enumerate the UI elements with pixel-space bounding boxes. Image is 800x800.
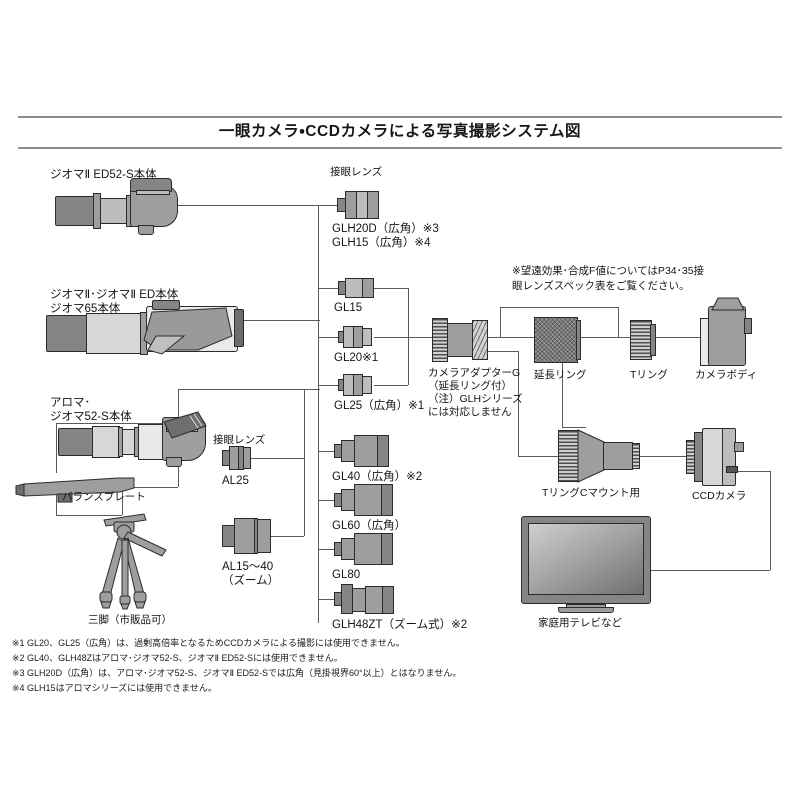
line-bypass-riser-right	[618, 307, 619, 337]
page-title: 一眼カメラ・CCDカメラによる写真撮影システム図	[218, 123, 582, 140]
line-to-cmount	[518, 456, 558, 457]
eyepiece-label-gl20: GL20※1	[334, 352, 379, 364]
footnote-4: ※4 GLH15はアロマシリーズには使用できません。	[12, 683, 217, 693]
line-adapter-cmount-riser	[518, 351, 519, 456]
eyepiece-label-gl25: GL25（広角）※1	[334, 400, 425, 412]
camera-body-label: カメラボディ	[695, 369, 758, 381]
line-bypass-top	[500, 307, 618, 308]
line-feed-gl60	[318, 500, 340, 501]
eyepiece-label-glh48zt: GLH48ZT（ズーム式）※2	[332, 619, 468, 631]
ccd-camera-label: CCDカメラ	[692, 490, 747, 502]
line-gl15-right	[374, 288, 408, 289]
line-cmount-ccd	[640, 456, 686, 457]
line-tripod-riser	[122, 487, 123, 515]
title-rule-bottom	[18, 147, 782, 149]
line-feed-gl80	[318, 549, 340, 550]
eyepiece-label-gl15: GL15	[334, 302, 363, 314]
line-eyepiece-bus	[318, 205, 319, 623]
scope-label-aroma: アロマ･ ジオマ52-S本体	[50, 397, 132, 423]
line-balanceplate-tripod	[56, 515, 122, 516]
line-cable-to-tv	[650, 570, 770, 571]
eyepiece-label-gl40: GL40（広角）※2	[332, 471, 423, 483]
t-ring-c-mount-label: TリングCマウント用	[542, 487, 640, 499]
line-extension-tring	[578, 337, 630, 338]
eyepiece-heading-top: 接眼レンズ	[330, 166, 383, 178]
line-feed-gl40	[318, 451, 340, 452]
line-aroma-down	[178, 389, 179, 423]
eyepiece-label-glh20d: GLH20D（広角）※3 GLH15（広角）※4	[332, 223, 439, 249]
line-gl25-right	[374, 385, 408, 386]
line-adapter-extension	[488, 337, 534, 338]
eyepiece-label-gl80: GL80	[332, 569, 361, 581]
balance-plate-label: バランスプレート	[62, 491, 146, 503]
line-extension-cmount-riser	[562, 351, 563, 427]
line-balanceplate-down	[56, 487, 57, 515]
line-ccd-cable-riser	[770, 471, 771, 570]
title-rule-top	[18, 116, 782, 118]
eyepiece-label-al15-40: AL15～40 （ズーム）	[222, 561, 280, 587]
line-gl15-gl25-riser	[408, 288, 409, 385]
line-al25-out	[250, 458, 304, 459]
line-feed-glh20d	[318, 205, 340, 206]
footnote-2: ※2 GL40、GLH48Zはアロマ･ジオマ52-S、ジオマⅡ ED52-Sには…	[12, 653, 343, 663]
camera-adapter-label: カメラアダプターG （延長リング付） （注）GLHシリーズ には対応しません	[428, 367, 523, 418]
line-feed-gl25	[318, 385, 340, 386]
line-feed-gl20	[318, 337, 340, 338]
footnote-3: ※3 GLH20D（広角）は、アロマ･ジオマ52-S、ジオマⅡ ED52-Sでは…	[12, 668, 462, 678]
line-aroma-out	[178, 389, 320, 390]
line-ccd-cable-out	[732, 471, 770, 472]
spec-reference-note: ※望遠効果･合成F値についてはP34･35接 眼レンズスペック表をご覧ください。	[512, 265, 705, 292]
line-bypass-riser-left	[500, 307, 501, 337]
line-balanceplate-riser	[56, 423, 57, 473]
footnote-1: ※1 GL20、GL25（広角）は、過剰高倍率となるためCCDカメラによる撮影に…	[12, 638, 405, 648]
line-feed-gl15	[318, 288, 340, 289]
aroma-eyepiece-heading: 接眼レンズ	[213, 434, 266, 446]
line-tring-camerabody	[656, 337, 710, 338]
eyepiece-label-al25: AL25	[222, 475, 249, 487]
line-feed-glh48zt	[318, 599, 340, 600]
eyepiece-label-gl60: GL60（広角）	[332, 520, 407, 532]
line-gl20-to-adapter	[374, 337, 432, 338]
line-to-balanceplate	[56, 423, 178, 424]
line-geoma2-out	[243, 320, 320, 321]
t-ring-label: Tリング	[630, 369, 668, 381]
tripod-label: 三脚（市販品可）	[88, 614, 172, 626]
line-ed52s-out	[148, 205, 320, 206]
line-adapter-down-stub	[488, 351, 518, 352]
extension-ring-label: 延長リング	[534, 369, 587, 381]
line-extension-to-cmount	[562, 427, 586, 428]
line-al1540-out	[268, 536, 304, 537]
line-aroma-eyepiece-bus	[304, 389, 305, 536]
scope-label-geoma2: ジオマⅡ･ジオマⅡ ED本体 ジオマ65本体	[50, 289, 179, 315]
home-tv-label: 家庭用テレビなど	[538, 617, 622, 629]
line-tripod-link	[122, 487, 178, 488]
